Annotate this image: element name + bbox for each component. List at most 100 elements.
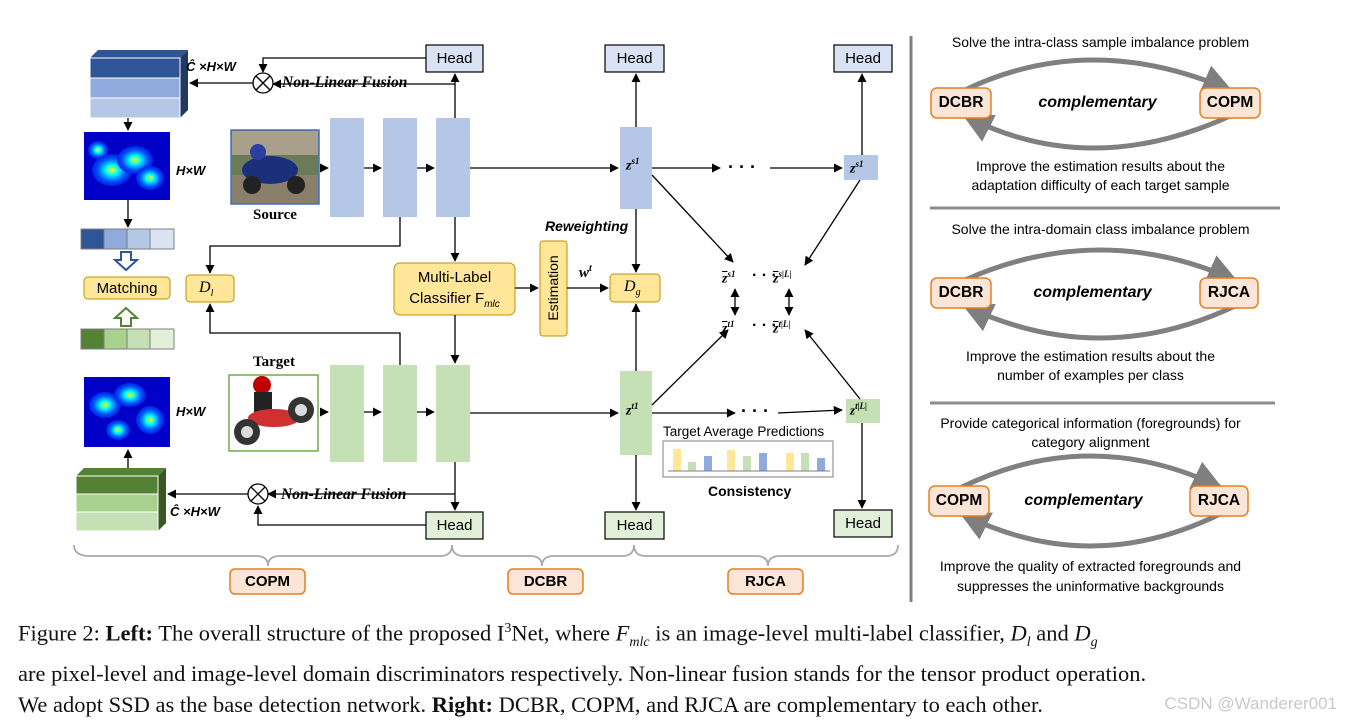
dcbr-tag [507, 568, 584, 595]
copm-tag-label: COPM [245, 573, 290, 590]
rjca-tag-label: RJCA [745, 573, 786, 590]
target-feature-map-1 [330, 365, 364, 462]
head-label: Head [436, 50, 473, 67]
section2-top-text: Solve the intra-domain class imbalance p… [951, 221, 1250, 237]
head-box-source-2 [604, 44, 665, 73]
dg-discriminator [609, 273, 661, 303]
head-box-target-1 [425, 511, 484, 540]
consistency-label: Consistency [708, 483, 792, 499]
caption-line3: We adopt SSD as the base detection netwo… [18, 692, 1043, 717]
hw-label: H×W [176, 404, 206, 419]
chw-label: Ĉ ×H×W [186, 59, 236, 74]
zs1-label: zs1 [626, 156, 640, 174]
reweighting-label: Reweighting [545, 218, 629, 234]
section2-left-label: DCBR [938, 284, 984, 301]
head-label: Head [845, 515, 881, 532]
section1-bottom-line1: Improve the estimation results about the [975, 158, 1226, 174]
section1-complementary: complementary [1038, 94, 1157, 111]
zs1-last-feature [844, 155, 878, 180]
zbar-s1-label: zs1 [722, 269, 736, 287]
source-heatmap [84, 132, 170, 200]
ztL-label: zt|L| [850, 401, 868, 418]
zbar-t1-label: zt1 [722, 319, 735, 337]
section2-bottom-line2: number of examples per class [997, 367, 1184, 383]
avg-prediction-bars [673, 449, 825, 471]
mlc-label-line1: Multi-Label [417, 269, 492, 286]
target-average-predictions-label: Target Average Predictions [663, 424, 825, 439]
dcbr-brace [451, 544, 635, 567]
wt-label: wt [579, 263, 592, 281]
section3-right-tag [1189, 485, 1249, 517]
section3-left-label: COPM [935, 492, 983, 509]
hw-label: H×W [176, 163, 206, 178]
section1-top-text: Solve the intra-class sample imbalance p… [951, 34, 1250, 50]
dg-label: Dg [624, 278, 641, 299]
matching-label: Matching [96, 280, 158, 297]
nonlinear-fusion-label: Non-Linear Fusion [282, 74, 408, 91]
head-label: Head [616, 517, 653, 534]
section3-top-line1: Provide categorical information (foregro… [940, 415, 1241, 431]
section1-left-label: DCBR [938, 94, 984, 111]
head-box-source-1 [425, 44, 484, 73]
head-label: Head [616, 50, 653, 67]
copm-brace [73, 544, 453, 567]
target-heatmap [84, 377, 170, 447]
section2-left-tag [930, 277, 992, 309]
target-label: Target [253, 354, 295, 370]
up-hollow-arrow-icon [112, 306, 140, 327]
mlc-label-line2: Classifier Fmlc [409, 290, 500, 310]
section3-bottom-line1: Improve the quality of extracted foregro… [939, 558, 1242, 574]
source-label: Source [253, 207, 297, 223]
section1-bottom-line2: adaptation difficulty of each target sam… [971, 177, 1230, 193]
caption-line2: are pixel-level and image-level domain d… [18, 661, 1147, 686]
target-feature-map-2 [383, 365, 417, 462]
dcbr-tag-label: DCBR [523, 573, 568, 590]
down-hollow-arrow-icon [112, 251, 140, 272]
ztL-feature [846, 399, 880, 423]
watermark: CSDN @Wanderer001 [1164, 694, 1337, 713]
target-image [228, 374, 319, 452]
source-feature-map-2 [383, 118, 417, 217]
target-prediction-bar [80, 328, 175, 350]
section1-right-tag [1199, 87, 1261, 119]
zs1-feature [620, 127, 652, 209]
section2-complementary: complementary [1033, 284, 1152, 301]
dots: · · · [752, 317, 777, 334]
source-feature-map-3 [436, 118, 470, 217]
copm-tag [229, 568, 306, 595]
dots: · · · [728, 157, 756, 177]
zt1-feature [620, 371, 652, 455]
chw-label: Ĉ ×H×W [170, 504, 220, 519]
target-feature-cube [75, 468, 166, 532]
dots: · · · [741, 401, 769, 421]
section2-right-tag [1199, 277, 1259, 309]
section3-right-label: RJCA [1197, 492, 1241, 509]
head-label: Head [845, 50, 881, 67]
section2-bottom-line1: Improve the estimation results about the [965, 348, 1216, 364]
nonlinear-fusion-label: Non-Linear Fusion [281, 486, 407, 503]
figure-caption: Figure 2: Left: The overall structure of… [18, 613, 1348, 720]
section1-right-label: COPM [1206, 94, 1254, 111]
dots: · · · [752, 267, 777, 284]
architecture-diagram [73, 36, 1280, 602]
source-feature-map-1 [330, 118, 364, 217]
section3-bottom-line2: suppresses the uninformative backgrounds [957, 578, 1224, 594]
zt1-label: zt1 [626, 401, 639, 419]
zbar-sL-label: zs|L| [773, 269, 792, 287]
head-box-target-2 [604, 511, 665, 540]
rjca-tag [727, 568, 804, 595]
source-feature-cube [89, 50, 188, 119]
section3-top-line2: category alignment [1031, 434, 1150, 450]
dl-label: Dl [199, 279, 214, 300]
target-feature-map-3 [436, 365, 470, 462]
head-box-source-3 [833, 44, 893, 73]
estimation-label: Estimation [545, 255, 561, 321]
matching-box [83, 276, 171, 300]
zbar-tL-label: zt|L| [773, 319, 791, 337]
head-box-target-3 [833, 509, 893, 538]
section2-right-label: RJCA [1207, 284, 1251, 301]
head-label: Head [436, 517, 473, 534]
section3-left-tag [928, 485, 990, 517]
section1-left-tag [930, 87, 992, 119]
section3-complementary: complementary [1024, 492, 1143, 509]
